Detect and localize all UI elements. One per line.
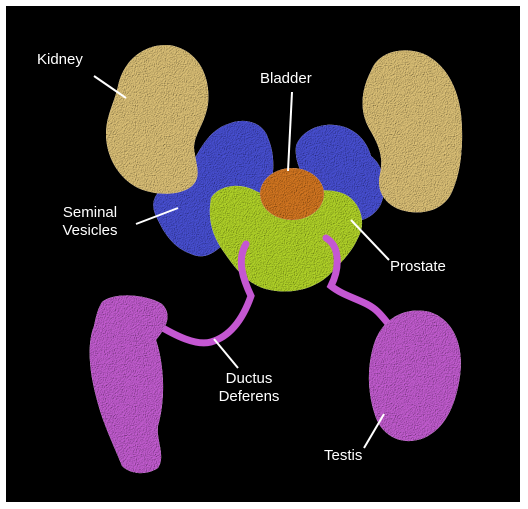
- bladder: [260, 168, 324, 220]
- seminal-vesicles-label: Seminal Vesicles: [46, 204, 134, 240]
- ductus-deferens-label: Ductus Deferens: [204, 370, 294, 406]
- testis-leader-line: [364, 414, 384, 448]
- diagram-canvas: Kidney Bladder Seminal Vesicles Prostate…: [6, 6, 520, 502]
- seminal-vesicles-label-line2: Vesicles: [46, 222, 134, 240]
- seminal-vesicles-label-line1: Seminal: [46, 204, 134, 222]
- bladder-label: Bladder: [260, 70, 312, 88]
- testis-right: [369, 310, 461, 441]
- ductus-deferens-label-line1: Ductus: [204, 370, 294, 388]
- kidney-label: Kidney: [37, 51, 83, 69]
- testis-left: [90, 295, 168, 473]
- ductus-deferens-label-line2: Deferens: [204, 388, 294, 406]
- bladder-body: [260, 168, 324, 220]
- testis-label: Testis: [324, 447, 362, 465]
- kidney-left: [106, 45, 208, 194]
- bladder-leader-line: [288, 92, 292, 171]
- ductus-deferens-leader-line: [214, 339, 238, 368]
- prostate-label: Prostate: [390, 258, 446, 276]
